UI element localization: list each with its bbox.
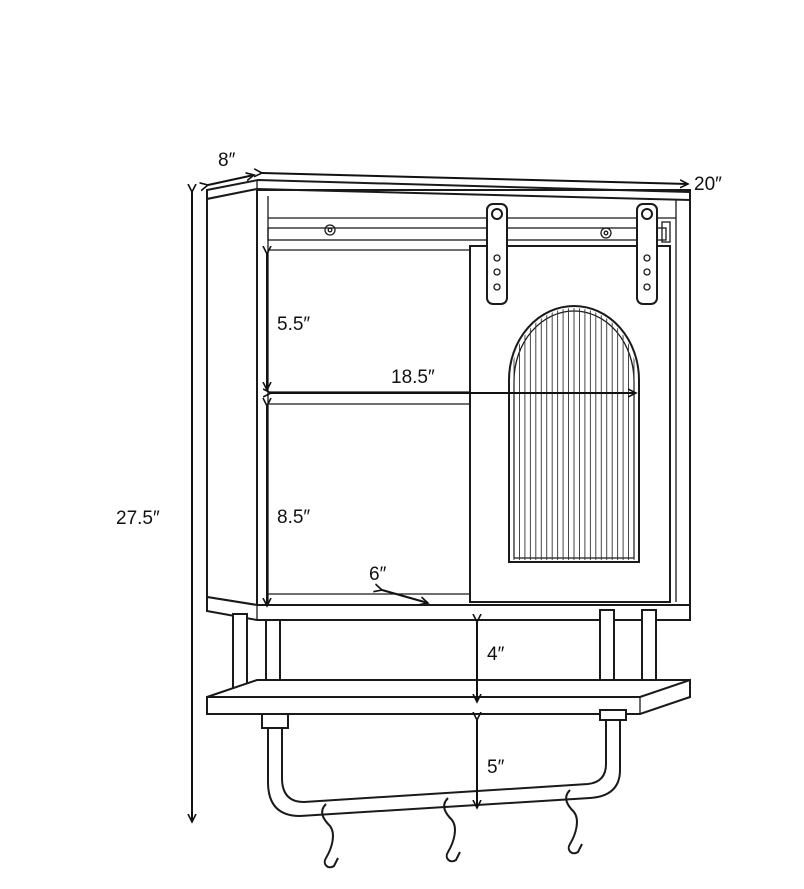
hook-2 bbox=[443, 797, 461, 863]
hook-3 bbox=[565, 789, 583, 855]
cabinet-body bbox=[206, 178, 691, 621]
dim-upper-shelf-label: 5.5″ bbox=[277, 314, 310, 335]
left-side-panel bbox=[206, 187, 258, 607]
dim-lower-shelf-label: 8.5″ bbox=[277, 507, 310, 528]
sliding-rail bbox=[267, 227, 667, 241]
dim-depth-label: 8″ bbox=[218, 150, 236, 171]
dim-width-label: 20″ bbox=[694, 174, 722, 195]
dim-leg-gap-label: 4″ bbox=[487, 644, 505, 665]
lower-shelf bbox=[206, 678, 691, 715]
rail-screw-right bbox=[600, 227, 612, 239]
dim-height-label: 27.5″ bbox=[116, 508, 160, 529]
dim-inner-depth-label: 6″ bbox=[369, 564, 387, 585]
dim-inner-width-label: 18.5″ bbox=[391, 367, 435, 388]
rail-screw-left bbox=[324, 224, 336, 236]
dimension-arrows bbox=[192, 173, 688, 822]
dim-towel-bar-label: 5″ bbox=[487, 757, 505, 778]
towel-bar bbox=[261, 709, 627, 818]
fluted-glass bbox=[513, 308, 635, 560]
hook-1 bbox=[321, 803, 339, 869]
door-arch-window bbox=[508, 305, 640, 563]
door-hanger-left bbox=[486, 203, 508, 305]
sliding-door bbox=[469, 245, 671, 603]
door-hanger-right bbox=[636, 203, 658, 305]
